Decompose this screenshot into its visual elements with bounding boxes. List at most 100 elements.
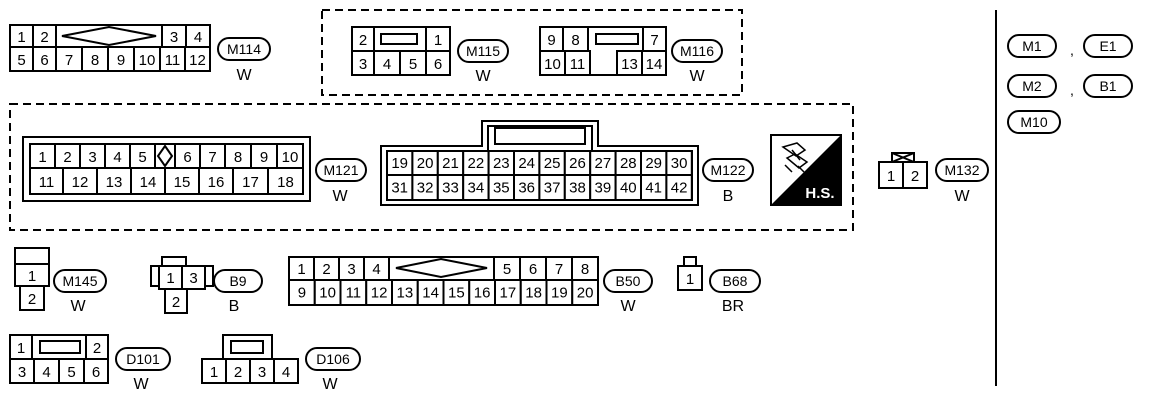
pin-number: 3 xyxy=(88,149,96,166)
pin-number: 7 xyxy=(65,52,73,69)
pin-number: 8 xyxy=(91,52,99,69)
pin-number: 41 xyxy=(645,180,662,197)
connector-id: B68 xyxy=(723,273,748,289)
pin-box xyxy=(640,150,668,176)
latch-slot xyxy=(494,127,586,145)
pin-box xyxy=(386,174,414,201)
pin-number: 7 xyxy=(208,149,216,166)
connector-color: W xyxy=(689,68,705,85)
pin-number: 10 xyxy=(139,52,156,69)
pin-number: 13 xyxy=(621,56,638,73)
connector-id: D106 xyxy=(316,351,350,367)
legend-separator: , xyxy=(1070,42,1074,58)
connector-color: B xyxy=(723,188,734,205)
pin-number: 3 xyxy=(18,364,26,381)
side-lock xyxy=(204,265,214,287)
pin-number: 11 xyxy=(165,52,181,69)
pin-number: 6 xyxy=(183,149,191,166)
connector-color: W xyxy=(332,188,348,205)
pin-number: 1 xyxy=(28,268,36,285)
side-lock xyxy=(150,265,160,287)
pin-number: 5 xyxy=(17,52,25,69)
latch-slot xyxy=(595,33,639,45)
harness-group-main xyxy=(9,103,854,231)
pin-number: 2 xyxy=(28,291,36,308)
pin-box xyxy=(902,161,928,189)
key-diamond xyxy=(395,257,488,279)
pin-number: 1 xyxy=(297,261,305,278)
pin-number: 24 xyxy=(518,155,535,172)
pin-number: 7 xyxy=(650,32,658,49)
connector-color: W xyxy=(620,298,636,315)
pin-number: 19 xyxy=(391,155,408,172)
pin-number: 15 xyxy=(174,174,191,191)
connector-label-oval xyxy=(935,158,989,182)
pin-number: 18 xyxy=(525,285,542,302)
connector-m121: 1 2 3 4 5 6 7 8 9 10 11 12 13 14 15 16 1… xyxy=(22,136,367,205)
pin-box xyxy=(677,265,703,291)
connector-b9: 1 3 2 B9 B xyxy=(150,256,263,315)
pin-box xyxy=(62,167,98,195)
connector-housing-outer xyxy=(380,120,699,206)
connector-id: M114 xyxy=(227,41,261,57)
legend-connector-id: M10 xyxy=(1020,114,1047,130)
latch-tab xyxy=(683,256,697,267)
pin-number: 3 xyxy=(189,270,197,287)
pin-number: 4 xyxy=(42,364,50,381)
pin-box xyxy=(83,358,109,384)
pin-number: 35 xyxy=(493,180,510,197)
pin-number: 1 xyxy=(686,271,694,288)
connector-label-oval xyxy=(305,347,361,371)
pin-box xyxy=(519,279,548,306)
pin-number: 2 xyxy=(359,32,367,49)
connector-id: M115 xyxy=(466,43,500,59)
pin-number: 14 xyxy=(140,174,157,191)
pin-number: 2 xyxy=(93,340,101,357)
pin-number: 9 xyxy=(117,52,125,69)
pin-number: 13 xyxy=(397,285,414,302)
pin-number: 11 xyxy=(570,56,586,73)
pin-number: 13 xyxy=(106,174,123,191)
key-diamond xyxy=(156,144,174,168)
connector-color: W xyxy=(475,68,491,85)
pin-box xyxy=(29,167,64,195)
pin-box xyxy=(373,50,401,76)
pin-box xyxy=(181,265,206,290)
pin-number: 15 xyxy=(448,285,465,302)
pin-box xyxy=(538,150,566,176)
legend-connector-id: M2 xyxy=(1022,78,1042,94)
connector-label-oval xyxy=(603,269,653,293)
hs-badge-text: H.S. xyxy=(805,185,834,202)
connector-label-oval xyxy=(315,158,367,182)
connector-color: W xyxy=(236,67,252,84)
pin-number: 5 xyxy=(409,56,417,73)
connector-color: W xyxy=(70,298,86,315)
legend-oval xyxy=(1007,110,1061,134)
latch-tab xyxy=(14,247,50,265)
pin-number: 4 xyxy=(194,29,202,46)
pin-box xyxy=(589,150,617,176)
pin-box xyxy=(513,174,541,201)
pin-number: 29 xyxy=(645,155,662,172)
connector-label-oval xyxy=(709,269,761,293)
pin-box xyxy=(538,174,566,201)
connector-color: BR xyxy=(722,298,744,315)
connector-color: W xyxy=(133,376,149,393)
pin-box xyxy=(399,50,427,76)
pin-box xyxy=(267,167,304,195)
pin-number: 37 xyxy=(544,180,561,197)
pin-box xyxy=(365,279,393,306)
pin-box xyxy=(563,174,592,201)
pin-number: 2 xyxy=(40,29,48,46)
connector-label-oval xyxy=(457,39,509,63)
pin-number: 3 xyxy=(170,29,178,46)
pin-number: 28 xyxy=(620,155,637,172)
legend-connector-id: B1 xyxy=(1099,78,1116,94)
pin-box xyxy=(665,174,693,201)
connector-label-oval xyxy=(702,158,754,182)
pin-box xyxy=(164,167,200,195)
pin-number: 11 xyxy=(39,174,55,191)
